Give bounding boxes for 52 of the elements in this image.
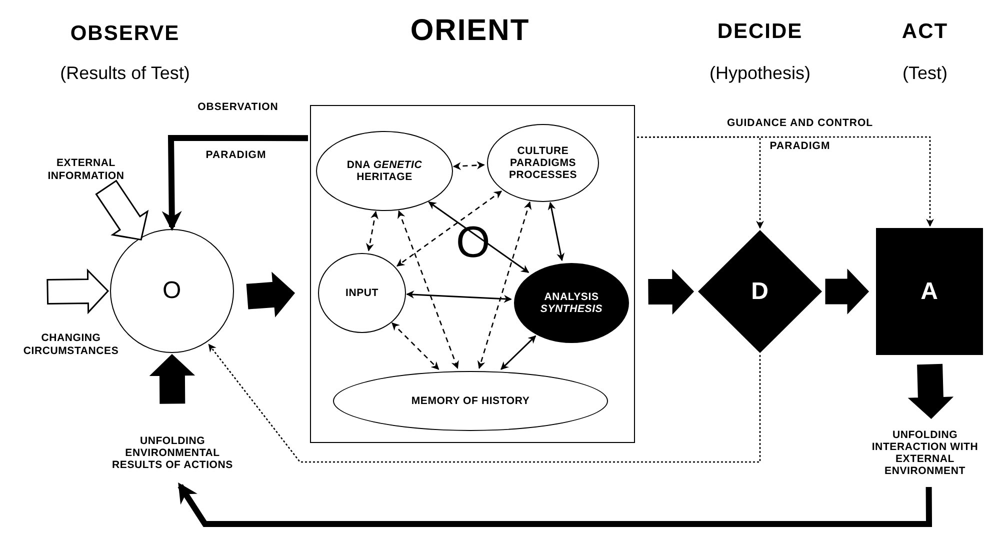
arrow	[452, 161, 485, 170]
phase-heading: DECIDE	[717, 20, 803, 44]
flow-label: PARADIGM	[770, 141, 830, 153]
flow-label: PARADIGM	[206, 150, 266, 162]
arrow	[392, 322, 440, 370]
arrow	[366, 210, 378, 252]
phase-subheading: (Results of Test)	[60, 64, 190, 84]
hollow-block-arrow	[46, 268, 110, 314]
arrow	[396, 190, 502, 267]
arrow	[428, 201, 530, 274]
node-label: ANALYSIS SYNTHESIS	[539, 290, 604, 316]
dotted-arrow	[637, 136, 934, 227]
block-arrow	[908, 364, 954, 420]
node-letter: D	[751, 278, 769, 306]
outcome-label: UNFOLDING INTERACTION WITH EXTERNAL ENVIRONMENT	[870, 428, 980, 478]
input-label: EXTERNAL INFORMATION	[46, 157, 126, 182]
action-box	[876, 228, 983, 355]
node-letter: O	[456, 218, 491, 269]
arrow	[406, 290, 512, 303]
phase-subheading: (Hypothesis)	[709, 64, 811, 84]
phase-heading: ORIENT	[410, 14, 530, 47]
feedback-label: UNFOLDING ENVIRONMENTAL RESULTS OF ACTIONS	[111, 434, 234, 472]
hollow-block-arrow	[95, 180, 149, 241]
node-label: INPUT	[346, 286, 378, 300]
arrow	[178, 482, 932, 527]
orient-box	[310, 105, 635, 443]
node-label: MEMORY OF HISTORY	[411, 394, 530, 408]
block-arrow	[149, 354, 196, 404]
arrow	[398, 210, 459, 369]
block-arrow	[648, 268, 694, 315]
node-label: DNA GENETIC HERITAGE	[346, 158, 424, 184]
ellipse-node	[487, 124, 599, 202]
flow-label: OBSERVATION	[198, 102, 278, 114]
ellipse-node	[316, 131, 453, 211]
block-arrow	[825, 268, 870, 314]
node-letter: A	[920, 278, 938, 306]
arrow	[500, 335, 536, 370]
dotted-arrow	[208, 344, 761, 463]
node-letter: O	[162, 277, 182, 305]
phase-heading: ACT	[902, 20, 948, 44]
input-label: CHANGING CIRCUMSTANCES	[22, 332, 120, 357]
arrow	[477, 201, 532, 369]
block-arrow	[246, 272, 296, 318]
ellipse-node	[318, 253, 406, 333]
phase-heading: OBSERVE	[70, 22, 180, 46]
ellipse-node	[333, 371, 608, 431]
phase-subheading: (Test)	[902, 64, 948, 84]
flow-label: GUIDANCE AND CONTROL	[726, 118, 874, 130]
decision-diamond	[698, 230, 822, 353]
arrow	[162, 135, 308, 231]
arrow	[548, 202, 564, 262]
node-label: CULTURE PARADIGMS PROCESSES	[508, 144, 578, 182]
